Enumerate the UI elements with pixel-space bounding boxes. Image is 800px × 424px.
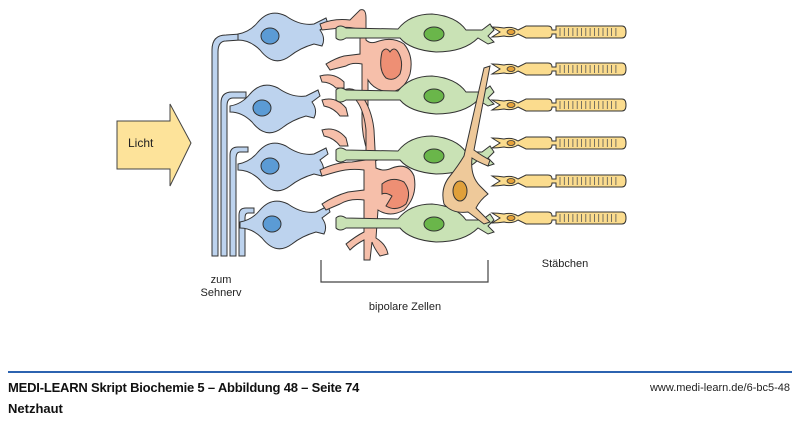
- footer-url[interactable]: www.medi-learn.de/6-bc5-48: [649, 382, 790, 394]
- ganglion-nucleus: [262, 215, 282, 233]
- ganglion-nucleus: [260, 27, 280, 45]
- ganglion-cell: [229, 84, 321, 134]
- horizontal-cell: [335, 135, 495, 175]
- amacrine-nucleus: [452, 180, 468, 202]
- ganglion-nucleus: [252, 99, 272, 117]
- light-label: Licht: [128, 136, 154, 150]
- amacrine-cell: [442, 65, 491, 225]
- rods: [490, 25, 627, 225]
- rod-cell: [490, 136, 627, 150]
- footer-title: MEDI-LEARN Skript Biochemie 5 – Abbildun…: [8, 380, 360, 395]
- rod-nucleus: [506, 215, 516, 221]
- bipolar-bracket: [320, 260, 489, 283]
- horizontal-nucleus: [423, 26, 445, 42]
- ganglion-cell: [237, 12, 329, 62]
- bipolar-nucleus-lower: [381, 178, 410, 210]
- footer-subtitle: Netzhaut: [8, 401, 63, 416]
- bipolar-cells: [319, 9, 416, 261]
- rod-nucleus: [506, 178, 516, 184]
- horizontal-nucleus: [423, 148, 445, 164]
- horizontal-cell: [335, 75, 495, 115]
- rod-cell: [490, 98, 627, 112]
- horizontal-nucleus: [423, 216, 445, 232]
- ganglion-cell: [237, 142, 329, 192]
- rod-nucleus: [506, 102, 516, 108]
- horizontal-cell: [335, 203, 495, 243]
- light-arrow: [116, 103, 192, 187]
- rod-cell: [490, 62, 627, 76]
- horizontal-cells: [335, 13, 495, 243]
- rod-cell: [490, 25, 627, 39]
- retina-diagram: [116, 9, 627, 283]
- optic-nerve-label-line2: Sehnerv: [200, 287, 242, 299]
- rods-label: Stäbchen: [541, 258, 589, 270]
- optic-nerve-label-line1: zum: [210, 274, 232, 286]
- bipolar-nucleus-upper: [380, 48, 403, 80]
- bipolar-label: bipolare Zellen: [368, 301, 442, 313]
- horizontal-nucleus: [423, 88, 445, 104]
- ganglion-cell: [239, 200, 331, 250]
- ganglion-cells: [229, 12, 331, 250]
- rod-nucleus: [506, 66, 516, 72]
- ganglion-nucleus: [260, 157, 280, 175]
- optic-nerve-label: zum Sehnerv: [196, 274, 246, 300]
- rod-cell: [490, 174, 627, 188]
- footer-divider: [8, 371, 792, 373]
- horizontal-cell: [335, 13, 495, 53]
- optic-nerve-axons: [211, 33, 255, 257]
- rod-nucleus: [506, 29, 516, 35]
- rod-nucleus: [506, 140, 516, 146]
- bipolar-cell-lower: [319, 88, 416, 261]
- rod-cell: [490, 211, 627, 225]
